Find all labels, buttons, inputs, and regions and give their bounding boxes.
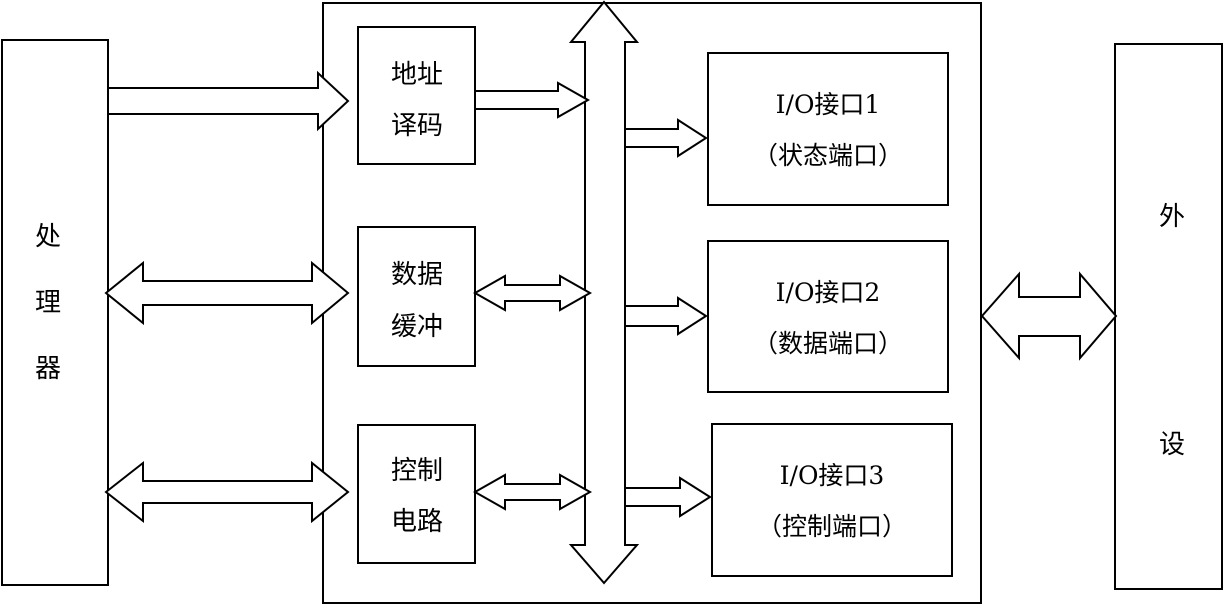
peripheral-block: 外 设: [1114, 43, 1223, 590]
io-port-2-title: I/O接口2: [776, 278, 881, 307]
data-buffer-block: 数据 缓冲: [357, 226, 476, 367]
io-port-3-subtitle: （控制端口）: [757, 512, 907, 541]
bus-to-io-port-2-arrow: [624, 296, 708, 336]
address-decoder-label-1: 地址: [391, 60, 443, 90]
io-port-2-subtitle: （数据端口）: [753, 329, 903, 358]
data-buffer-label-1: 数据: [391, 260, 443, 290]
processor-label-1: 处: [35, 222, 61, 252]
address-decoder-block: 地址 译码: [357, 26, 476, 165]
peripheral-label-1: 外: [1159, 202, 1185, 232]
interface-peripheral-arrow: [980, 271, 1118, 361]
io-port-2-block: I/O接口2 （数据端口）: [707, 240, 949, 393]
address-decoder-label-2: 译码: [391, 111, 443, 141]
processor-data-buffer-arrow: [104, 260, 350, 326]
io-port-1-subtitle: （状态端口）: [753, 141, 903, 170]
io-port-3-title: I/O接口3: [780, 461, 885, 490]
control-circuit-label-1: 控制: [391, 456, 443, 486]
address-to-bus-arrow: [474, 81, 591, 119]
processor-to-address-arrow: [107, 70, 350, 132]
processor-control-circuit-arrow: [104, 460, 350, 524]
processor-label-2: 理: [35, 288, 61, 318]
io-port-1-title: I/O接口1: [776, 90, 881, 119]
bus-to-io-port-3-arrow: [624, 476, 712, 518]
control-circuit-bus-arrow: [472, 473, 593, 511]
processor-label-3: 器: [35, 354, 61, 384]
io-port-3-block: I/O接口3 （控制端口）: [711, 423, 953, 577]
data-buffer-bus-arrow: [472, 274, 593, 312]
bus-to-io-port-1-arrow: [624, 118, 708, 158]
data-buffer-label-2: 缓冲: [391, 312, 443, 342]
io-branch-line-1: [624, 147, 626, 306]
control-circuit-block: 控制 电路: [357, 424, 476, 564]
peripheral-label-2: 设: [1159, 430, 1185, 460]
io-port-1-block: I/O接口1 （状态端口）: [707, 52, 949, 206]
processor-block: 处 理 器: [1, 39, 109, 586]
internal-bus-arrow: [568, 0, 640, 585]
control-circuit-label-2: 电路: [391, 507, 443, 537]
